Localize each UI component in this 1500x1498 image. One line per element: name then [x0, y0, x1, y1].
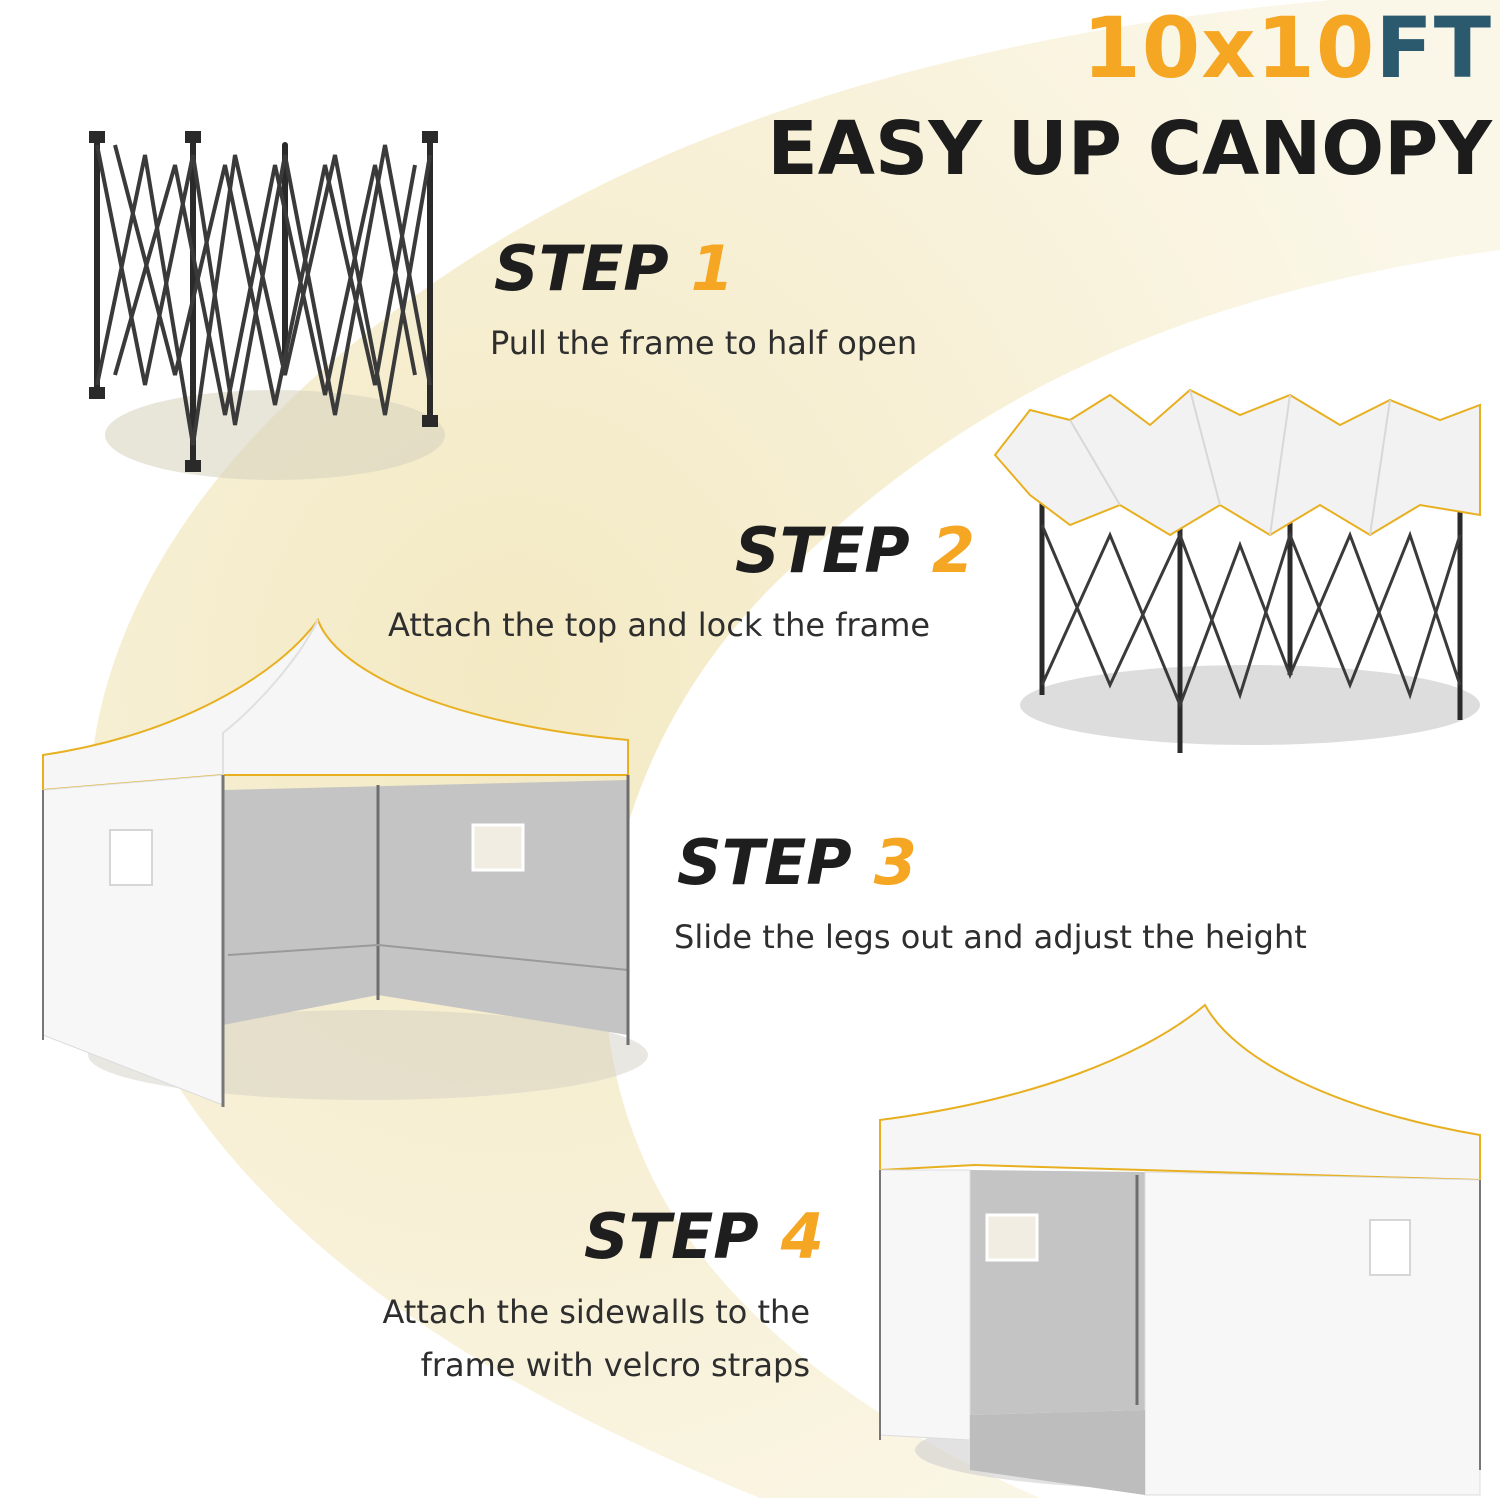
folded-frame-image — [89, 131, 445, 480]
step-1-description: Pull the frame to half open — [490, 324, 918, 362]
frame-with-top-image — [993, 388, 1481, 753]
step-2-word: STEP — [735, 514, 910, 587]
step-3-word: STEP — [677, 826, 852, 899]
step-1-number: 1 — [690, 232, 734, 305]
step-3-number: 3 — [873, 826, 917, 899]
step-4-number: 4 — [780, 1200, 824, 1273]
step-4-description-line-2: frame with velcro straps — [420, 1346, 810, 1384]
step-3-description: Slide the legs out and adjust the height — [674, 918, 1307, 956]
canopy-three-walls-image — [42, 617, 648, 1107]
step-2-description: Attach the top and lock the frame — [388, 606, 931, 644]
step-4-description-line-1: Attach the sidewalls to the — [382, 1293, 810, 1331]
product-heading: EASY UP CANOPY — [767, 106, 1492, 192]
step-2-number: 2 — [931, 514, 975, 587]
step-4-word: STEP — [584, 1200, 759, 1273]
size-value: 10x10 — [1082, 0, 1376, 97]
canopy-enclosed-image — [879, 1003, 1481, 1496]
size-unit: FT — [1375, 0, 1492, 97]
step-1-word: STEP — [494, 232, 669, 305]
size-heading: 10x10FT — [1082, 6, 1492, 90]
